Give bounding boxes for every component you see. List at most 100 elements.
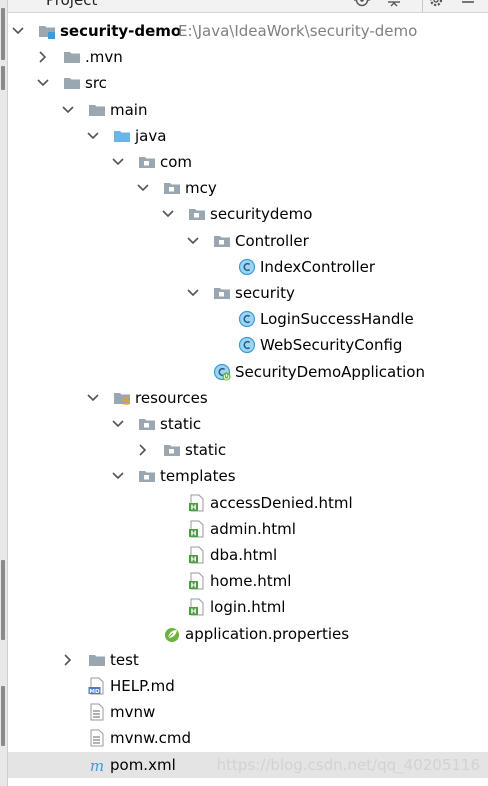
tree-row[interactable]: static — [8, 411, 488, 437]
tree-row[interactable]: src — [8, 70, 488, 96]
tree-row[interactable]: SecurityDemoApplication — [8, 359, 488, 385]
tree-item-label: pom.xml — [110, 756, 176, 774]
package-icon — [138, 153, 156, 171]
markdown-file-icon: MD — [88, 677, 106, 695]
chevron-down-icon[interactable] — [85, 389, 101, 407]
tree-row[interactable]: LoginSuccessHandle — [8, 306, 488, 332]
left-tool-stripe[interactable] — [0, 0, 8, 786]
folder-icon — [88, 651, 106, 669]
tree-item-label: admin.html — [210, 520, 296, 538]
package-icon — [163, 441, 181, 459]
module-folder-icon — [38, 22, 56, 40]
chevron-down-icon[interactable] — [160, 205, 176, 223]
chevron-down-icon[interactable] — [110, 153, 126, 171]
svg-text:H: H — [191, 504, 197, 512]
class-icon — [238, 258, 256, 276]
stripe-tab-structure[interactable] — [1, 66, 5, 90]
header-separator — [422, 0, 423, 12]
tree-item-label: security-demo — [60, 22, 182, 40]
tree-item-label: Controller — [235, 232, 309, 250]
chevron-down-icon[interactable] — [135, 179, 151, 197]
tree-row[interactable]: java — [8, 123, 488, 149]
chevron-down-icon[interactable] — [10, 22, 26, 40]
class-icon — [238, 310, 256, 328]
html-file-icon: H — [188, 494, 206, 512]
tree-item-label: dba.html — [210, 546, 278, 564]
tree-item-label: application.properties — [185, 625, 350, 643]
gear-icon[interactable] — [428, 0, 444, 8]
panel-header: Project — [8, 0, 488, 13]
panel-title[interactable]: Project — [46, 0, 98, 9]
maven-icon: m — [88, 756, 106, 775]
svg-text:H: H — [191, 608, 197, 616]
chevron-down-icon[interactable] — [85, 127, 101, 145]
tree-item-label: test — [110, 651, 139, 669]
locate-icon[interactable] — [354, 0, 370, 8]
tree-row[interactable]: resources — [8, 385, 488, 411]
tree-item-label: mvnw.cmd — [110, 729, 192, 747]
svg-text:H: H — [191, 556, 197, 564]
tree-item-label: mcy — [185, 179, 217, 197]
tree-row[interactable]: security — [8, 280, 488, 306]
package-icon — [138, 467, 156, 485]
chevron-down-icon[interactable] — [185, 232, 201, 250]
tree-row[interactable]: IndexController — [8, 254, 488, 280]
resources-folder-icon — [113, 389, 131, 407]
tree-row[interactable]: mcy — [8, 175, 488, 201]
tree-row[interactable]: static — [8, 437, 488, 463]
package-icon — [213, 232, 231, 250]
text-file-icon — [88, 703, 106, 721]
tree-row[interactable]: mvnw.cmd — [8, 725, 488, 751]
tree-row[interactable]: test — [8, 647, 488, 673]
html-file-icon: H — [188, 520, 206, 538]
tree-row[interactable]: com — [8, 149, 488, 175]
tree-item-label: mvnw — [110, 703, 156, 721]
chevron-right-icon[interactable] — [60, 651, 76, 669]
tree-row[interactable]: mvnw — [8, 699, 488, 725]
tree-row[interactable]: Controller — [8, 228, 488, 254]
hide-icon[interactable] — [460, 0, 476, 8]
chevron-right-icon[interactable] — [135, 441, 151, 459]
tree-row[interactable]: .mvn — [8, 44, 488, 70]
stripe-tab-web[interactable] — [1, 686, 5, 746]
tree-row[interactable]: WebSecurityConfig — [8, 332, 488, 358]
tree-item-label: com — [160, 153, 193, 171]
package-icon — [163, 179, 181, 197]
chevron-down-icon[interactable] — [60, 101, 76, 119]
tree-item-label: LoginSuccessHandle — [260, 310, 414, 328]
chevron-down-icon[interactable] — [35, 74, 51, 92]
folder-icon — [88, 101, 106, 119]
tree-item-label: IndexController — [260, 258, 376, 276]
source-folder-icon — [113, 127, 131, 145]
chevron-down-icon[interactable] — [110, 467, 126, 485]
class-icon — [238, 336, 256, 354]
tree-item-label: static — [185, 441, 227, 459]
chevron-down-icon[interactable] — [110, 415, 126, 433]
package-icon — [213, 284, 231, 302]
tree-row[interactable]: main — [8, 97, 488, 123]
svg-text:H: H — [191, 530, 197, 538]
chevron-right-icon[interactable] — [35, 48, 51, 66]
tree-row[interactable]: m pom.xml — [8, 752, 488, 778]
tree-item-label: accessDenied.html — [210, 494, 353, 512]
stripe-tab-project[interactable] — [1, 8, 5, 60]
chevron-down-icon[interactable] — [185, 284, 201, 302]
collapse-all-icon[interactable] — [386, 0, 402, 8]
stripe-tab-favorites[interactable] — [1, 560, 5, 640]
tree-row[interactable]: application.properties — [8, 621, 488, 647]
package-icon — [188, 205, 206, 223]
tree-item-label: SecurityDemoApplication — [235, 363, 425, 381]
tree-row[interactable]: templates — [8, 463, 488, 489]
svg-text:H: H — [191, 582, 197, 590]
text-file-icon — [88, 729, 106, 747]
tree-row[interactable]: securitydemo — [8, 201, 488, 227]
tree-item-label: static — [160, 415, 202, 433]
svg-text:m: m — [90, 757, 104, 774]
